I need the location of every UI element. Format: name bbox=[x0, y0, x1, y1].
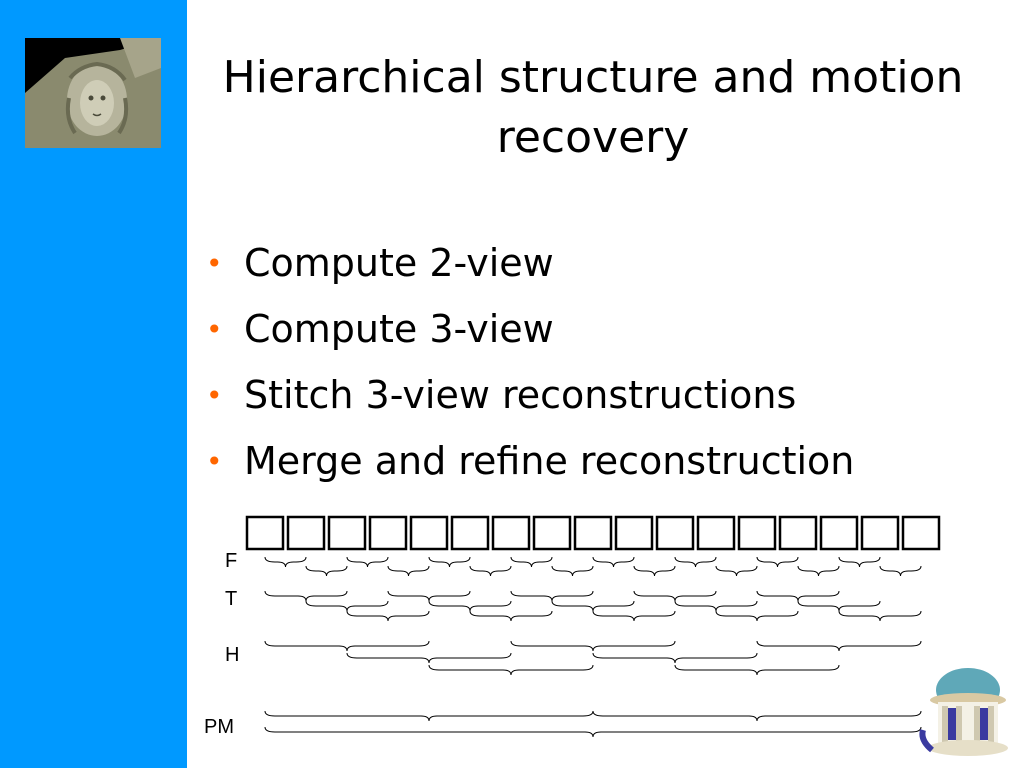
row-label-pm: PM bbox=[204, 716, 234, 738]
frame-box bbox=[368, 515, 408, 551]
brace bbox=[879, 565, 922, 577]
domed-rotunda-logo bbox=[919, 668, 1008, 756]
brace bbox=[756, 640, 922, 652]
brace bbox=[387, 590, 471, 602]
medusa-relief-photo bbox=[25, 38, 161, 148]
brace bbox=[633, 565, 676, 577]
brace bbox=[305, 565, 348, 577]
brace bbox=[510, 556, 553, 568]
brace bbox=[469, 610, 553, 622]
frame-box bbox=[778, 515, 818, 551]
row-label-f: F bbox=[225, 550, 237, 572]
hierarchy-diagram: F T H PM bbox=[204, 515, 941, 738]
frame-box bbox=[245, 515, 285, 551]
bullet-item: • Merge and refine reconstruction bbox=[206, 428, 854, 494]
brace bbox=[264, 726, 922, 738]
row-label-h: H bbox=[225, 644, 239, 666]
brace bbox=[305, 600, 389, 612]
bullet-text: Merge and refine reconstruction bbox=[244, 439, 855, 483]
bullet-item: • Stitch 3-view reconstructions bbox=[206, 362, 854, 428]
frame-box bbox=[450, 515, 490, 551]
brace bbox=[797, 565, 840, 577]
brace bbox=[428, 556, 471, 568]
bullet-item: • Compute 2-view bbox=[206, 230, 854, 296]
brace bbox=[264, 556, 307, 568]
brace bbox=[428, 600, 512, 612]
brace bbox=[592, 652, 758, 664]
frame-box bbox=[696, 515, 736, 551]
frame-box bbox=[327, 515, 367, 551]
brace bbox=[838, 556, 881, 568]
row-label-t: T bbox=[225, 588, 237, 610]
brace bbox=[715, 565, 758, 577]
brace bbox=[592, 710, 922, 722]
bullet-text: Stitch 3-view reconstructions bbox=[244, 373, 797, 417]
bullet-dot-icon: • bbox=[206, 312, 223, 346]
frame-box bbox=[286, 515, 326, 551]
brace bbox=[674, 556, 717, 568]
brace bbox=[510, 590, 594, 602]
bullet-item: • Compute 3-view bbox=[206, 296, 854, 362]
brace bbox=[469, 565, 512, 577]
brace bbox=[674, 664, 840, 676]
frame-box bbox=[901, 515, 941, 551]
bullet-dot-icon: • bbox=[206, 246, 223, 280]
frame-box bbox=[491, 515, 531, 551]
bullet-text: Compute 3-view bbox=[244, 307, 554, 351]
brace bbox=[387, 565, 430, 577]
slide-title: Hierarchical structure and motion recove… bbox=[222, 52, 964, 163]
brace bbox=[756, 590, 840, 602]
frame-box bbox=[614, 515, 654, 551]
brace bbox=[346, 652, 512, 664]
brace bbox=[838, 610, 922, 622]
brace-group bbox=[264, 556, 922, 738]
bullet-dot-icon: • bbox=[206, 444, 223, 478]
bullet-list: • Compute 2-view • Compute 3-view • Stitch … bbox=[206, 230, 854, 494]
brace bbox=[346, 556, 389, 568]
frame-box bbox=[655, 515, 695, 551]
brace bbox=[756, 556, 799, 568]
frame-box bbox=[573, 515, 613, 551]
frame-box bbox=[819, 515, 859, 551]
bullet-text: Compute 2-view bbox=[244, 241, 554, 285]
frame-box bbox=[532, 515, 572, 551]
brace bbox=[715, 610, 799, 622]
brace bbox=[264, 590, 348, 602]
brace bbox=[592, 556, 635, 568]
brace bbox=[633, 590, 717, 602]
brace bbox=[264, 710, 594, 722]
brace bbox=[674, 600, 758, 612]
frame-row bbox=[245, 515, 941, 551]
brace bbox=[264, 640, 430, 652]
brace bbox=[592, 610, 676, 622]
brace bbox=[797, 600, 881, 612]
frame-box bbox=[860, 515, 900, 551]
brace bbox=[428, 664, 594, 676]
brace bbox=[510, 640, 676, 652]
brace bbox=[551, 600, 635, 612]
frame-box bbox=[737, 515, 777, 551]
brace bbox=[551, 565, 594, 577]
frame-box bbox=[409, 515, 449, 551]
bullet-dot-icon: • bbox=[206, 378, 223, 412]
brace bbox=[346, 610, 430, 622]
